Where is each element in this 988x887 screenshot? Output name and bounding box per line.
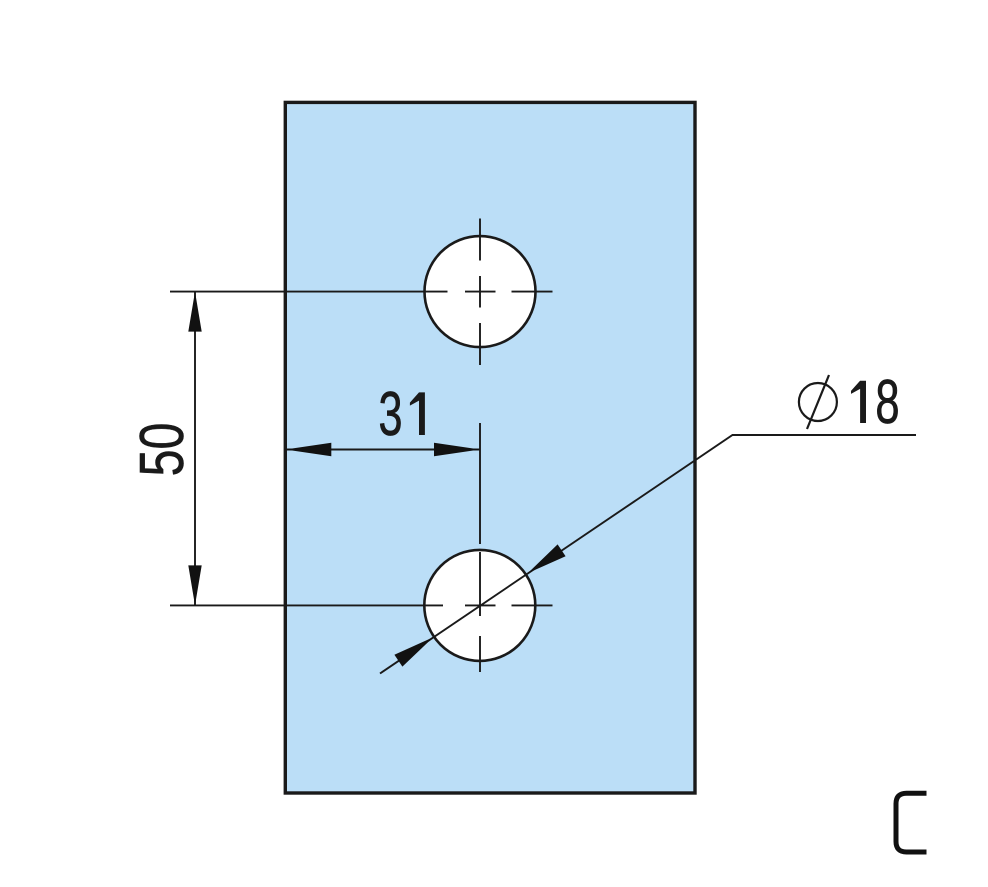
svg-text:8: 8 — [875, 368, 899, 437]
svg-text:50: 50 — [128, 423, 197, 477]
svg-text:3: 3 — [379, 380, 403, 449]
